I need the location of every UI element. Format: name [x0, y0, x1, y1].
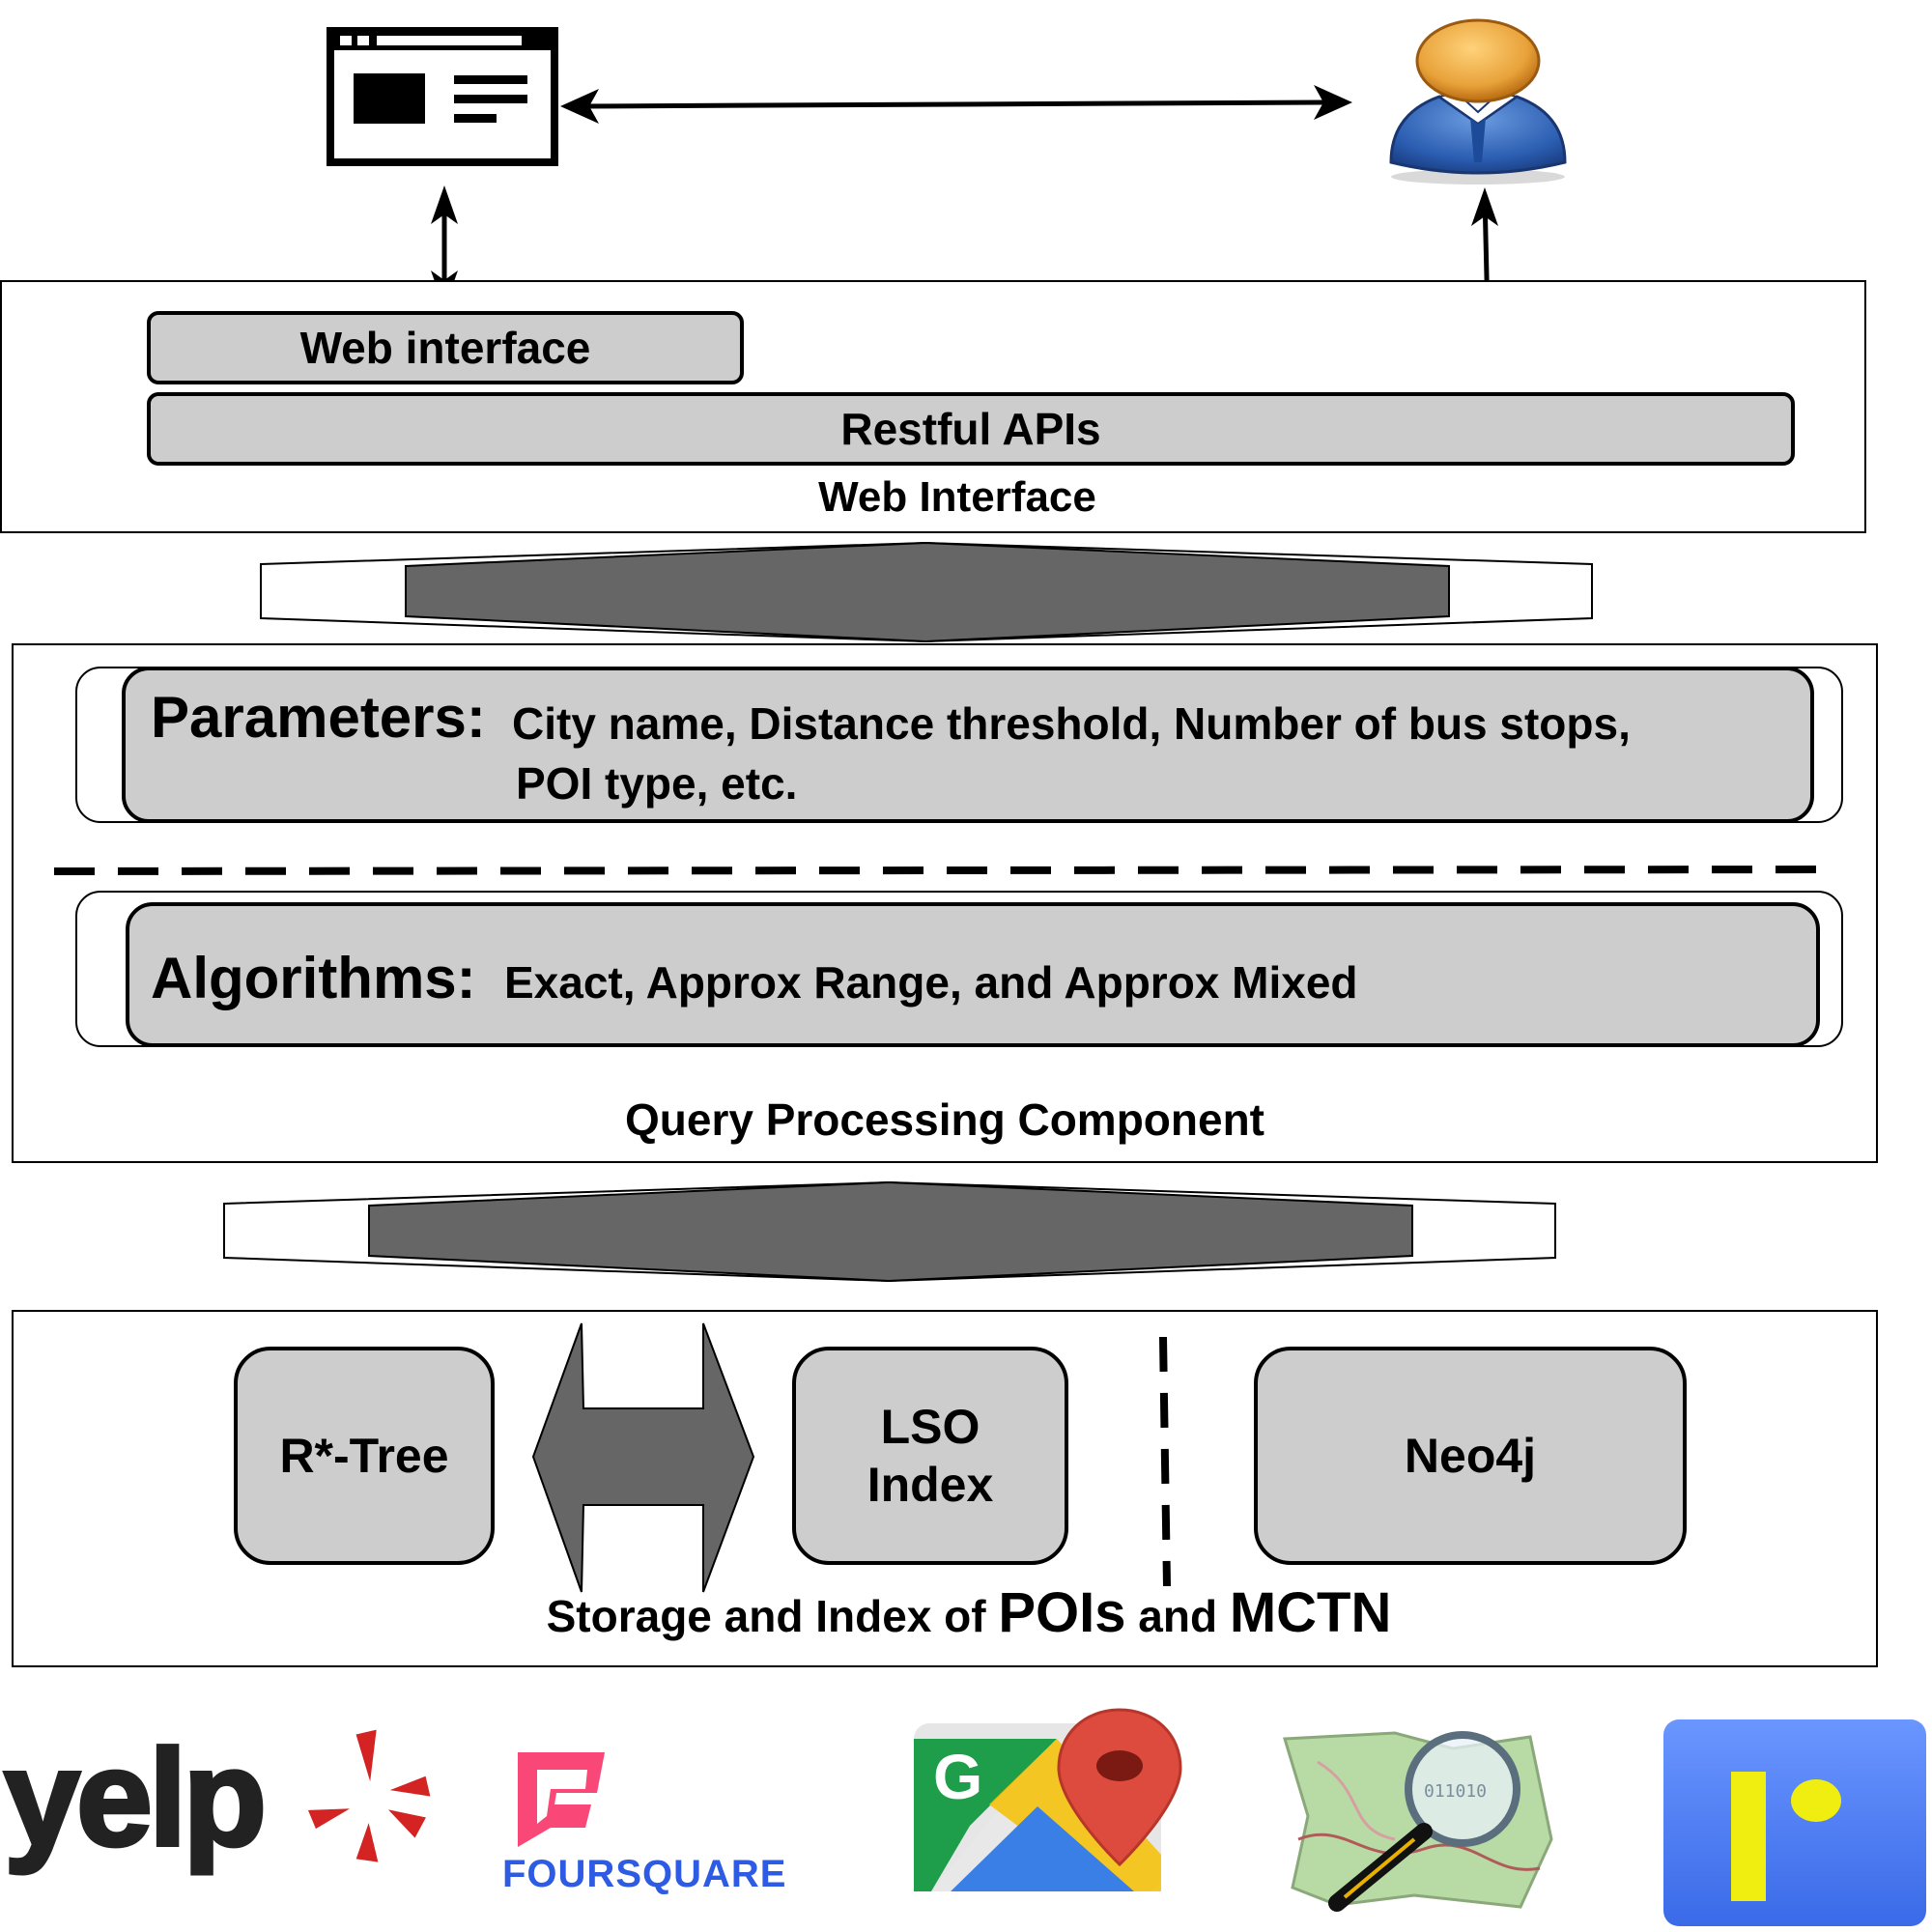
query-processing-layer: Parameters: City name, Distance threshol…: [12, 643, 1878, 1163]
storage-caption-part1: Storage and Index of: [546, 1591, 999, 1641]
algorithms-text: Exact, Approx Range, and Approx Mixed: [504, 957, 1358, 1008]
parameters-line1: City name, Distance threshold, Number of…: [512, 698, 1631, 749]
foursquare-wordmark: FOURSQUARE: [502, 1853, 787, 1895]
neo4j-box: Neo4j: [1254, 1347, 1687, 1565]
google-maps-logo: G: [914, 1708, 1182, 1891]
query-processing-caption: Query Processing Component: [624, 1094, 1264, 1145]
lso-index-box: LSO Index: [792, 1347, 1068, 1565]
parameters-line2: POI type, etc.: [516, 758, 798, 809]
lso-label-line1: LSO: [880, 1400, 980, 1454]
storage-caption-part2: and: [1125, 1591, 1230, 1641]
lso-label-line2: Index: [867, 1458, 994, 1512]
neo4j-label: Neo4j: [1404, 1429, 1537, 1483]
data-source-logo: [1663, 1719, 1926, 1926]
dashed-separator: [53, 866, 1840, 875]
algorithms-box: Algorithms: Exact, Approx Range, and App…: [126, 902, 1820, 1047]
web-interface-layer: Web interface Restful APIs Web Interface: [0, 280, 1866, 533]
web-interface-box: Web interface: [147, 311, 744, 384]
osm-digits: 011010: [1424, 1781, 1487, 1802]
rtree-lso-double-arrow: [531, 1322, 755, 1593]
storage-caption-mctn: MCTN: [1229, 1581, 1392, 1644]
openstreetmap-logo: 011010: [1283, 1731, 1553, 1912]
storage-caption-pois: POIs: [998, 1581, 1126, 1644]
storage-index-layer: R*-Tree LSO Index Neo4j Storage and Inde…: [12, 1310, 1878, 1667]
google-maps-g: G: [933, 1741, 982, 1812]
yelp-logo: yelp: [2, 1719, 439, 1878]
foursquare-f-icon: [518, 1752, 605, 1847]
browser-window-icon: [327, 27, 558, 166]
algorithms-heading: Algorithms:: [151, 946, 476, 1010]
rtree-label: R*-Tree: [279, 1429, 449, 1483]
yelp-burst-icon: [302, 1724, 436, 1867]
parameters-heading: Parameters:: [151, 685, 486, 750]
storage-dashed-separator: [1159, 1336, 1171, 1587]
web-interface-caption: Web Interface: [818, 473, 1096, 521]
user-avatar-icon: [1389, 18, 1567, 185]
parameters-box: Parameters: City name, Distance threshol…: [122, 667, 1814, 823]
yelp-wordmark: yelp: [2, 1719, 269, 1877]
foursquare-logo: FOURSQUARE: [502, 1747, 860, 1895]
storage-caption: Storage and Index of POIs and MCTN: [14, 1580, 1876, 1645]
rtree-box: R*-Tree: [234, 1347, 495, 1565]
restful-apis-box: Restful APIs: [147, 392, 1795, 466]
